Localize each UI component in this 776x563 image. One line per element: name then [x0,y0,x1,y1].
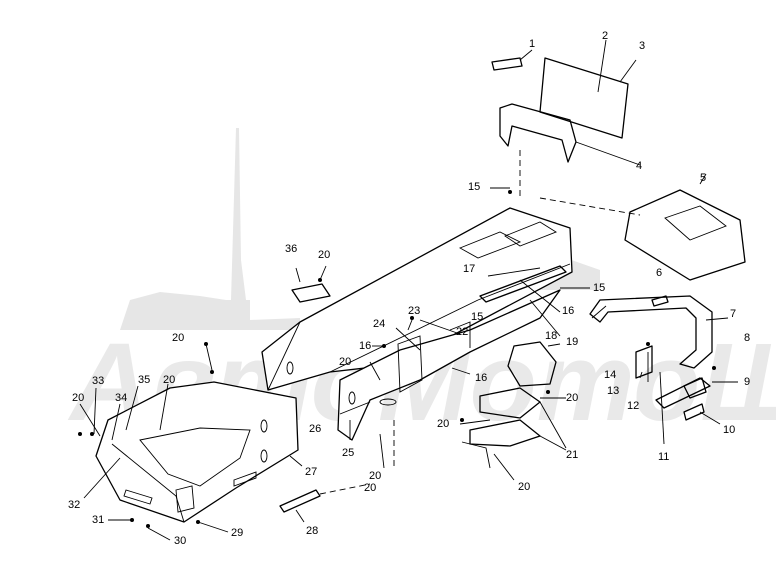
callout-31: 31 [92,514,105,526]
callout-29: 29 [231,527,244,539]
part-36-plate [291,283,331,303]
callout-33: 33 [92,375,105,387]
callout-10: 10 [723,424,736,436]
part-17-rail [479,265,567,303]
callout-26: 26 [309,423,322,435]
callout-28: 28 [306,525,319,537]
part-2-windshield [539,39,637,139]
callout-9: 9 [744,376,751,388]
part-4-bracket [499,103,641,200]
callout-17: 17 [463,263,476,275]
callout-20j: 20 [364,482,377,494]
part-5-hood [539,173,746,281]
callout-12: 12 [627,400,640,412]
callout-25: 25 [342,447,355,459]
part-front-bulkhead [337,289,561,470]
callout-20h: 20 [369,470,382,482]
callout-14: 14 [604,369,617,381]
callout-21: 21 [566,449,579,461]
callout-20f: 20 [566,392,579,404]
callout-20b: 20 [172,332,185,344]
callout-20i: 20 [518,481,531,493]
callout-3: 3 [639,40,646,52]
part-28-strip [279,483,371,513]
part-1-label-plate [491,49,533,71]
callout-20c: 20 [163,374,176,386]
callout-8: 8 [744,332,751,344]
callout-34: 34 [115,392,128,404]
callout-22: 22 [456,326,469,338]
callout-20e: 20 [339,356,352,368]
callout-19: 19 [566,336,579,348]
part-nose-pan [95,381,299,523]
callout-18: 18 [545,330,558,342]
callout-32: 32 [68,499,81,511]
callout-13: 13 [607,385,620,397]
part-chassis-tunnel [261,190,573,391]
callout-1: 1 [529,38,536,50]
fastener-dots [78,278,550,528]
callout-2: 2 [602,30,609,42]
callout-15b: 15 [593,282,606,294]
callout-36: 36 [285,243,298,255]
callout-24: 24 [373,318,386,330]
callout-11: 11 [658,451,670,463]
leader-lines [79,187,738,541]
part-19-21-brackets [461,341,567,469]
callout-20d: 20 [72,392,85,404]
callout-6: 6 [656,267,663,279]
callout-30: 30 [174,535,187,547]
callout-4: 4 [636,160,643,172]
callout-35: 35 [138,374,151,386]
callout-15a: 15 [468,181,481,193]
callout-5: 5 [700,172,707,184]
callout-20a: 20 [318,249,331,261]
callout-16a: 16 [562,305,575,317]
callout-16c: 16 [475,372,488,384]
callout-20g: 20 [437,418,450,430]
callout-15c: 15 [471,311,484,323]
callout-16b: 16 [359,340,372,352]
callout-27: 27 [305,466,318,478]
part-7-rear-bumper [589,295,713,369]
callout-7: 7 [730,308,737,320]
part-9-13-hitch [635,295,716,421]
callout-23: 23 [408,305,421,317]
